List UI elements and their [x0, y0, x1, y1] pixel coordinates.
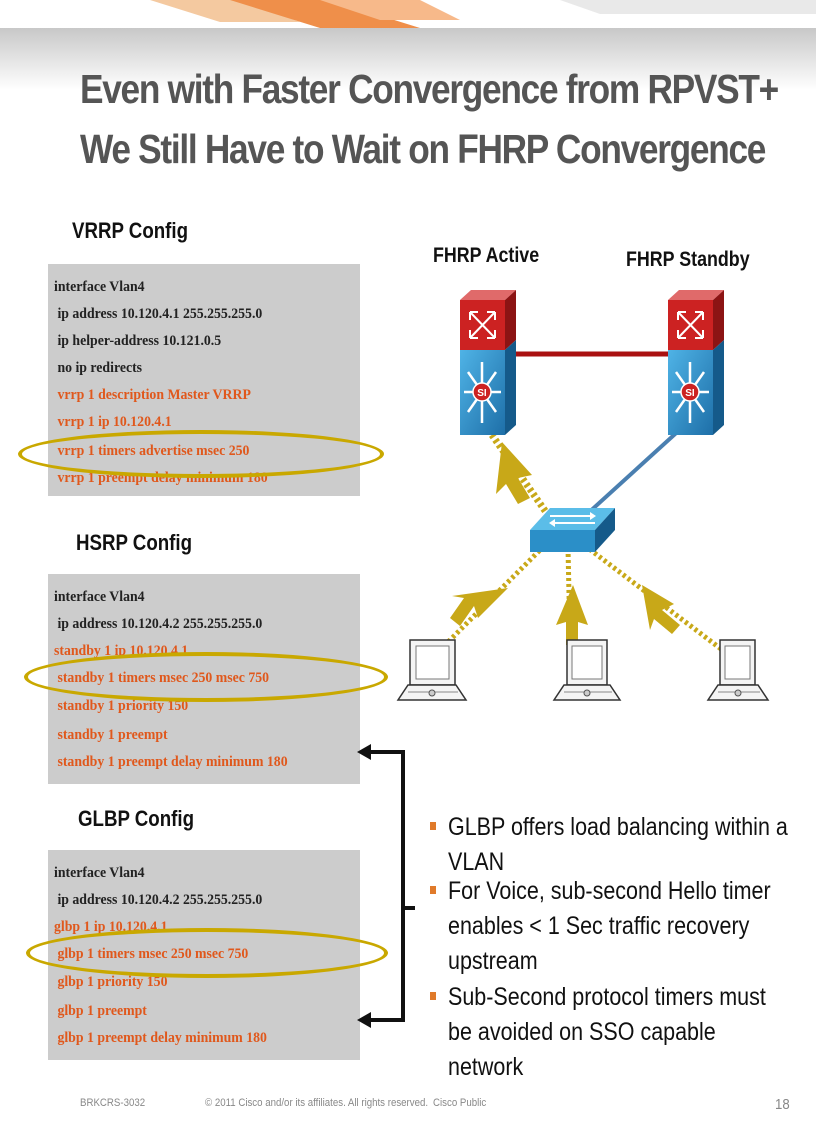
laptop-icon-3 [706, 639, 770, 701]
page-number: 18 [775, 1096, 790, 1113]
header-banner [0, 0, 816, 90]
bullet-text-2: For Voice, sub-second Hello timer enable… [448, 877, 771, 975]
hsrp-config-heading: HSRP Config [76, 530, 193, 555]
vrrp-line-3: ip helper-address 10.121.0.5 [54, 333, 222, 349]
vrrp-timers-highlight [18, 430, 384, 478]
network-diagram: SI SI [396, 290, 770, 701]
fhrp-active-label: FHRP Active [433, 244, 540, 267]
vrrp-line-5: vrrp 1 description Master VRRP [54, 387, 251, 403]
glbp-line-5: glbp 1 priority 150 [54, 974, 168, 990]
laptop-icon-2 [552, 639, 622, 701]
glbp-line-2: ip address 10.120.4.2 255.255.255.0 [54, 892, 263, 908]
hsrp-line-5: standby 1 priority 150 [54, 698, 189, 714]
glbp-line-7: glbp 1 preempt delay minimum 180 [54, 1030, 267, 1046]
footer-classification: Cisco Public [433, 1097, 487, 1109]
slide-title-line-1: Even with Faster Convergence from RPVST+ [80, 66, 779, 112]
flow-arrow-host-2 [556, 585, 588, 645]
vrrp-line-1: interface Vlan4 [54, 279, 145, 295]
svg-text:SI: SI [477, 388, 487, 399]
footer-copyright: © 2011 Cisco and/or its affiliates. All … [205, 1097, 429, 1109]
vrrp-line-2: ip address 10.120.4.1 255.255.255.0 [54, 306, 263, 322]
hsrp-timers-highlight [24, 652, 388, 702]
flow-arrow-host-1 [450, 588, 508, 626]
glbp-config-heading: GLBP Config [78, 806, 194, 831]
hsrp-line-1: interface Vlan4 [54, 589, 145, 605]
bullet-text-1: GLBP offers load balancing within a VLAN [448, 813, 788, 876]
bullet-marker-1 [430, 822, 436, 830]
laptop-icon-1 [396, 639, 468, 701]
flow-arrow-host-3 [642, 585, 680, 634]
hsrp-line-7: standby 1 preempt delay minimum 180 [54, 754, 288, 770]
core-standby-switch-icon: SI [668, 290, 724, 435]
glbp-line-1: interface Vlan4 [54, 865, 145, 881]
svg-text:SI: SI [685, 388, 695, 399]
bullet-marker-3 [430, 992, 436, 1000]
flow-arrow-up-active [496, 442, 532, 504]
hsrp-glbp-bracket [357, 744, 415, 1028]
hsrp-line-2: ip address 10.120.4.2 255.255.255.0 [54, 616, 263, 632]
glbp-timers-highlight [26, 928, 388, 978]
bullet-marker-2 [430, 886, 436, 894]
vrrp-line-4: no ip redirects [54, 360, 143, 376]
footer-session-id: BRKCRS-3032 [80, 1097, 146, 1109]
glbp-line-6: glbp 1 preempt [54, 1003, 147, 1019]
vrrp-config-heading: VRRP Config [72, 218, 189, 243]
vrrp-line-6: vrrp 1 ip 10.120.4.1 [54, 414, 172, 430]
access-switch-icon [530, 508, 615, 552]
slide-title-line-2: We Still Have to Wait on FHRP Convergenc… [80, 126, 766, 172]
hsrp-line-6: standby 1 preempt [54, 727, 168, 743]
core-active-switch-icon: SI [460, 290, 516, 435]
bullet-text-3: Sub-Second protocol timers must be avoid… [448, 983, 766, 1081]
fhrp-standby-label: FHRP Standby [626, 248, 750, 271]
